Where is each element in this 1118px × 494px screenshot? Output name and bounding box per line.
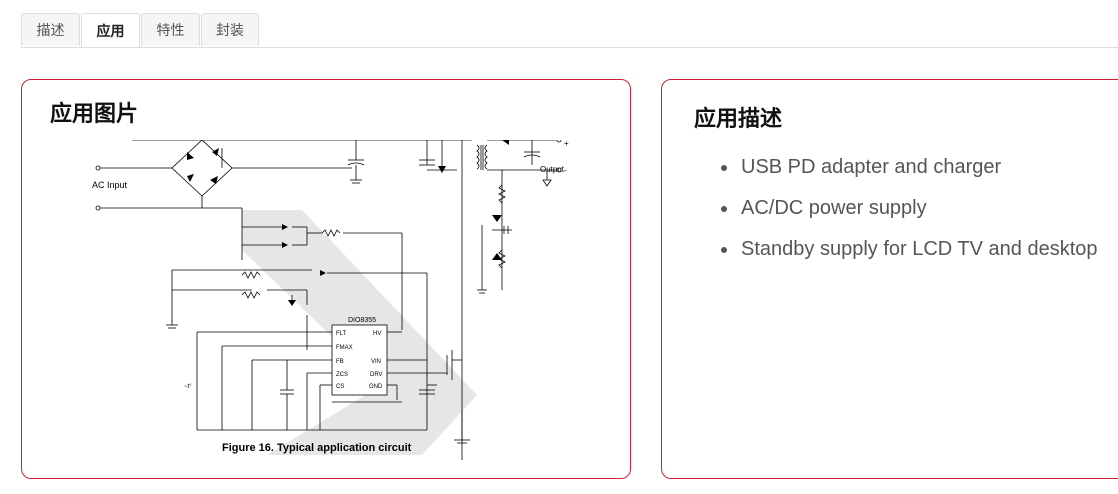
tab-features[interactable]: 特性 [141, 13, 200, 46]
plus-label: + [564, 140, 569, 148]
ac-input-label: AC Input [92, 180, 128, 190]
tab-label: 应用 [96, 23, 125, 40]
list-item-text: USB PD adapter and charger [741, 156, 1002, 178]
tab-label: 描述 [36, 23, 65, 39]
chip-name: DIO8355 [348, 317, 376, 324]
tab-bar: 描述 应用 特性 封装 [21, 13, 1118, 48]
thermistor-label: −t° [184, 384, 192, 390]
application-list: USB PD adapter and charger AC/DC power s… [718, 156, 1098, 279]
list-item: Standby supply for LCD TV and desktop [718, 238, 1098, 279]
list-item-text: Standby supply for LCD TV and desktop [741, 238, 1098, 260]
tab-package[interactable]: 封装 [201, 13, 259, 46]
list-item-text: AC/DC power supply [741, 197, 927, 219]
pin-flt: FLT [336, 331, 347, 337]
pin-vin: VIN [371, 359, 381, 365]
minus-label: - [564, 166, 567, 175]
pin-drv: DRV [370, 372, 383, 378]
tab-applications[interactable]: 应用 [81, 13, 140, 47]
list-item: AC/DC power supply [718, 197, 1098, 238]
tab-label: 封装 [216, 23, 244, 39]
list-item: USB PD adapter and charger [718, 156, 1098, 197]
application-image-panel: 应用图片 [21, 79, 631, 479]
bullet-icon [721, 206, 727, 212]
pin-zcs: ZCS [336, 372, 348, 378]
pin-fb: FB [336, 359, 344, 365]
bullet-icon [721, 165, 727, 171]
output-label: Output [540, 165, 565, 174]
pin-hv: HV [373, 331, 381, 337]
bullet-icon [721, 247, 727, 253]
pin-fmax: FMAX [336, 345, 353, 351]
pin-gnd: GND [369, 384, 383, 390]
application-description-panel: 应用描述 USB PD adapter and charger AC/DC po… [661, 79, 1118, 479]
panel-title: 应用图片 [50, 102, 139, 127]
application-circuit-diagram: AC Input Output + - DIO8355 FLT FMAX FB … [92, 140, 569, 460]
figure-caption: Figure 16. Typical application circuit [222, 442, 412, 454]
panel-title: 应用描述 [694, 107, 783, 132]
tab-description[interactable]: 描述 [21, 13, 80, 46]
pin-cs: CS [336, 384, 344, 390]
tab-label: 特性 [156, 23, 185, 39]
